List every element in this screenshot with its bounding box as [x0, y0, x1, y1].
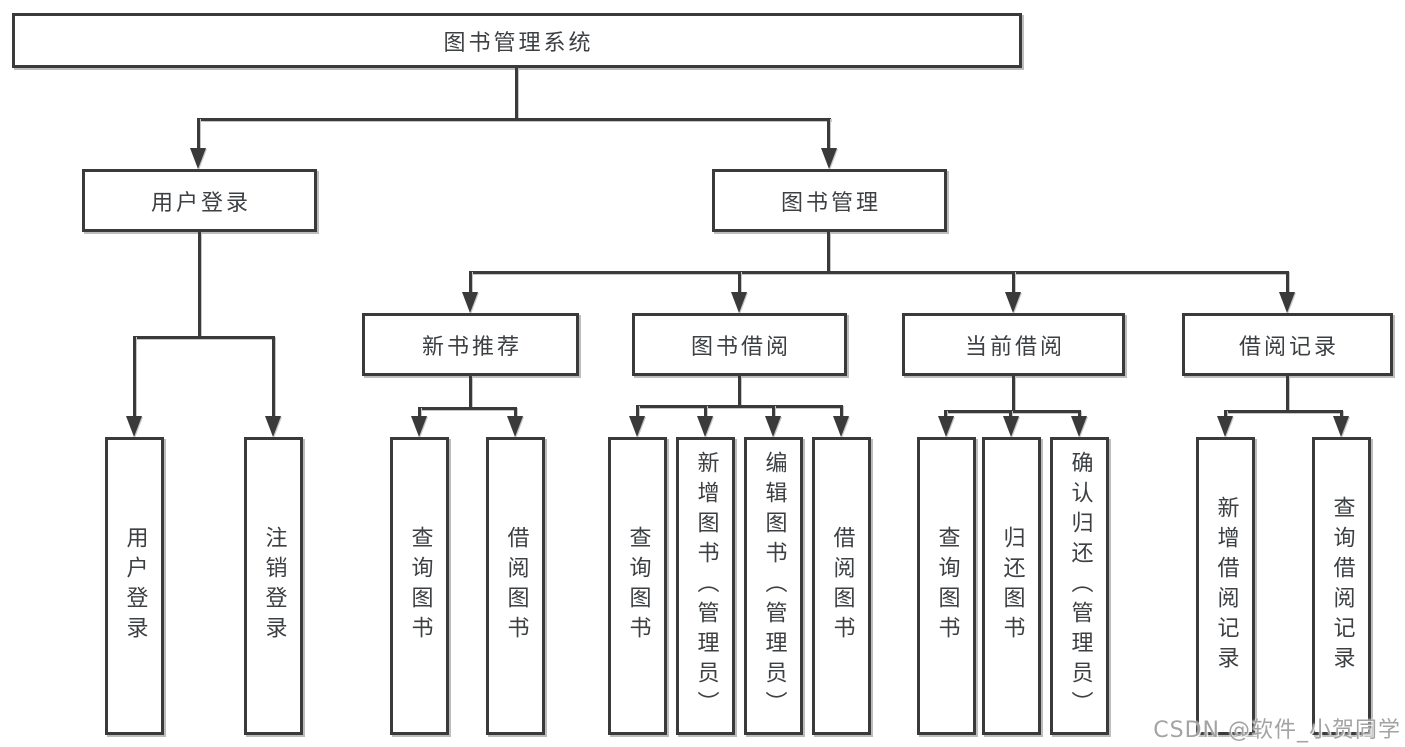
arrow-down-icon: [126, 416, 142, 437]
leaf-add-books-admin: 新增图书（管理员）: [676, 437, 735, 735]
node-label: 图书管理: [780, 190, 881, 216]
leaf-borrow-books-borrowing: 借阅图书: [812, 437, 871, 735]
connector-line: [1340, 410, 1343, 421]
node-label: 借阅图书: [829, 526, 855, 646]
connector-line: [197, 118, 831, 121]
connector-line: [469, 271, 472, 296]
arrow-down-icon: [765, 416, 781, 437]
node-label: 当前借阅: [964, 334, 1065, 360]
connector-line: [133, 336, 275, 339]
connector-line: [840, 405, 843, 421]
arrow-down-icon: [1333, 416, 1349, 437]
node-library-system: 图书管理系统: [12, 13, 1022, 68]
arrow-down-icon: [1071, 416, 1087, 437]
node-label: 查询图书: [407, 526, 433, 646]
connector-line: [1009, 410, 1012, 421]
arrow-down-icon: [1217, 416, 1233, 437]
connector-line: [1224, 410, 1227, 421]
leaf-edit-books-admin: 编辑图书（管理员）: [744, 437, 803, 735]
node-label: 注销登录: [261, 526, 287, 646]
node-label: 借阅图书: [503, 526, 529, 646]
connector-line: [198, 232, 201, 336]
connector-line: [1078, 410, 1081, 421]
connector-line: [827, 118, 830, 152]
arrow-down-icon: [462, 292, 478, 313]
node-current-borrowing: 当前借阅: [902, 313, 1125, 376]
leaf-return-books: 归还图书: [982, 437, 1041, 735]
connector-line: [738, 271, 741, 296]
node-new-book-recommend: 新书推荐: [362, 313, 579, 376]
connector-line: [738, 376, 741, 405]
connector-line: [1012, 376, 1015, 410]
connector-line: [418, 407, 517, 410]
arrow-down-icon: [507, 416, 523, 437]
connector-line: [197, 118, 200, 152]
connector-line: [772, 405, 775, 421]
connector-line: [704, 405, 707, 421]
arrow-down-icon: [821, 148, 837, 169]
node-borrowing-records: 借阅记录: [1182, 313, 1393, 376]
leaf-logout-login: 注销登录: [244, 437, 303, 735]
connector-line: [1286, 376, 1289, 410]
leaf-confirm-return-admin: 确认归还（管理员）: [1050, 437, 1109, 735]
arrow-down-icon: [731, 292, 747, 313]
arrow-down-icon: [629, 416, 645, 437]
node-label: 用户登录: [150, 190, 251, 216]
watermark-text: CSDN @软件_小贺同学: [1153, 718, 1401, 743]
connector-line: [272, 336, 275, 420]
connector-line: [418, 407, 421, 421]
connector-line: [1012, 271, 1015, 296]
node-book-borrowing: 图书借阅: [632, 313, 847, 376]
connector-line: [944, 410, 947, 421]
arrow-down-icon: [411, 416, 427, 437]
arrow-down-icon: [833, 416, 849, 437]
node-label: 图书借阅: [690, 334, 791, 360]
node-label: 新书推荐: [421, 334, 522, 360]
arrow-down-icon: [938, 416, 954, 437]
node-label: 确认归还（管理员）: [1067, 451, 1093, 721]
connector-line: [636, 405, 842, 408]
leaf-user-login: 用户登录: [105, 437, 164, 735]
leaf-borrow-books-recommend: 借阅图书: [486, 437, 545, 735]
node-label: 新增借阅记录: [1213, 496, 1239, 676]
connector-line: [944, 410, 1081, 413]
node-label: 借阅记录: [1238, 334, 1339, 360]
node-label: 新增图书（管理员）: [693, 451, 719, 721]
leaf-query-books-borrowing: 查询图书: [608, 437, 667, 735]
connector-line: [469, 271, 1289, 274]
arrow-down-icon: [1003, 416, 1019, 437]
connector-line: [469, 376, 472, 407]
arrow-down-icon: [1005, 292, 1021, 313]
connector-line: [636, 405, 639, 421]
node-label: 用户登录: [122, 526, 148, 646]
arrow-down-icon: [697, 416, 713, 437]
node-label: 编辑图书（管理员）: [761, 451, 787, 721]
node-label: 查询借阅记录: [1329, 496, 1355, 676]
node-label: 归还图书: [999, 526, 1025, 646]
node-label: 查询图书: [934, 526, 960, 646]
connector-line: [515, 68, 518, 118]
connector-line: [1224, 410, 1343, 413]
leaf-query-books-recommend: 查询图书: [390, 437, 449, 735]
node-user-login: 用户登录: [82, 169, 317, 232]
node-label: 查询图书: [625, 526, 651, 646]
leaf-add-borrow-record: 新增借阅记录: [1196, 437, 1255, 735]
arrow-down-icon: [190, 148, 206, 169]
node-label: 图书管理系统: [443, 30, 594, 56]
node-book-management: 图书管理: [712, 169, 947, 232]
arrow-down-icon: [1279, 292, 1295, 313]
connector-line: [1286, 271, 1289, 296]
connector-line: [827, 232, 830, 271]
leaf-query-borrow-record: 查询借阅记录: [1312, 437, 1371, 735]
connector-line: [514, 407, 517, 421]
arrow-down-icon: [265, 416, 281, 437]
connector-line: [133, 336, 136, 420]
leaf-query-books-current: 查询图书: [917, 437, 976, 735]
